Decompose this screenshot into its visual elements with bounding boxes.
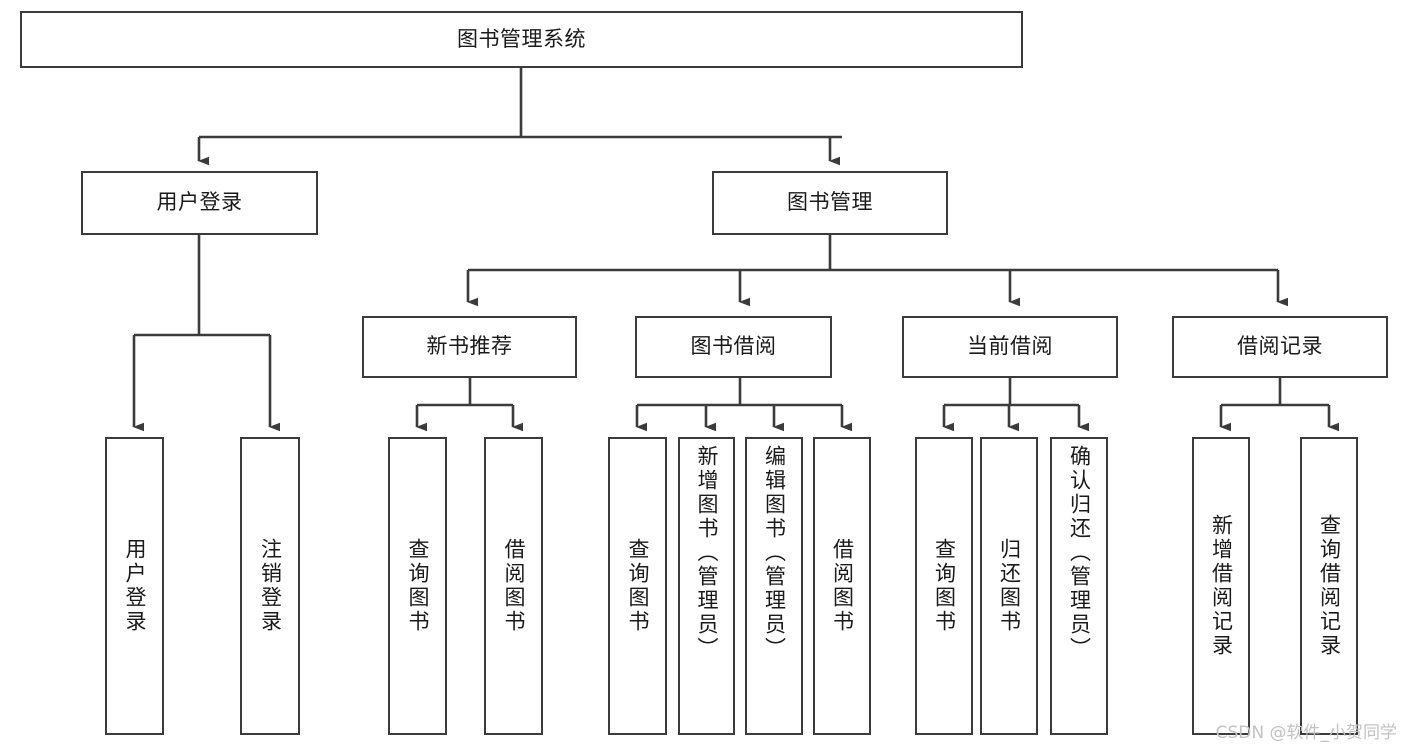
- node-label: 新书推荐: [426, 334, 513, 359]
- csdn-watermark: CSDN @软件_小贺同学: [1215, 723, 1397, 743]
- node-label: 图书管理: [787, 190, 873, 215]
- leaf-confirm-return-admin[interactable]: 确认归还（管理员）: [1050, 437, 1108, 735]
- node-label: 图书管理系统: [457, 26, 586, 51]
- node-label: 查询图书: [406, 538, 430, 634]
- leaf-edit-book-admin[interactable]: 编辑图书（管理员）: [745, 437, 803, 735]
- node-label: 注销登录: [258, 538, 283, 634]
- node-label: 借阅记录: [1237, 334, 1323, 359]
- node-label: 确认归还（管理员）: [1067, 445, 1092, 661]
- node-label: 图书借阅: [690, 334, 777, 359]
- leaf-query-book-borrowing[interactable]: 查询图书: [608, 437, 667, 735]
- node-label: 查询图书: [932, 538, 957, 634]
- node-root-system[interactable]: 图书管理系统: [20, 11, 1023, 68]
- node-label: 用户登录: [123, 538, 147, 634]
- node-label: 归还图书: [997, 538, 1022, 634]
- leaf-borrow-book-recommendation[interactable]: 借阅图书: [484, 437, 543, 735]
- node-label: 新增图书（管理员）: [695, 445, 719, 661]
- leaf-add-book-admin[interactable]: 新增图书（管理员）: [678, 437, 735, 735]
- leaf-borrow-book-borrowing[interactable]: 借阅图书: [813, 437, 871, 735]
- node-current-borrowing[interactable]: 当前借阅: [902, 316, 1118, 378]
- leaf-query-borrowing-record[interactable]: 查询借阅记录: [1300, 437, 1358, 735]
- node-book-borrowing[interactable]: 图书借阅: [635, 316, 832, 378]
- node-label: 编辑图书（管理员）: [762, 445, 787, 661]
- node-label: 当前借阅: [967, 334, 1053, 359]
- node-book-management[interactable]: 图书管理: [712, 171, 948, 235]
- node-label: 查询借阅记录: [1317, 514, 1342, 658]
- node-label: 用户登录: [156, 190, 243, 215]
- leaf-user-login[interactable]: 用户登录: [105, 437, 164, 735]
- leaf-return-book[interactable]: 归还图书: [980, 437, 1038, 735]
- leaf-query-book-current[interactable]: 查询图书: [915, 437, 973, 735]
- node-label: 新增借阅记录: [1209, 514, 1234, 658]
- node-user-login[interactable]: 用户登录: [81, 171, 318, 235]
- leaf-query-book-recommendation[interactable]: 查询图书: [388, 437, 447, 735]
- node-new-book-recommendation[interactable]: 新书推荐: [362, 316, 577, 378]
- node-label: 借阅图书: [502, 538, 526, 634]
- node-borrowing-record[interactable]: 借阅记录: [1172, 316, 1388, 378]
- node-label: 查询图书: [626, 538, 650, 634]
- leaf-add-borrowing-record[interactable]: 新增借阅记录: [1192, 437, 1250, 735]
- node-label: 借阅图书: [830, 538, 855, 634]
- leaf-logout[interactable]: 注销登录: [240, 437, 300, 735]
